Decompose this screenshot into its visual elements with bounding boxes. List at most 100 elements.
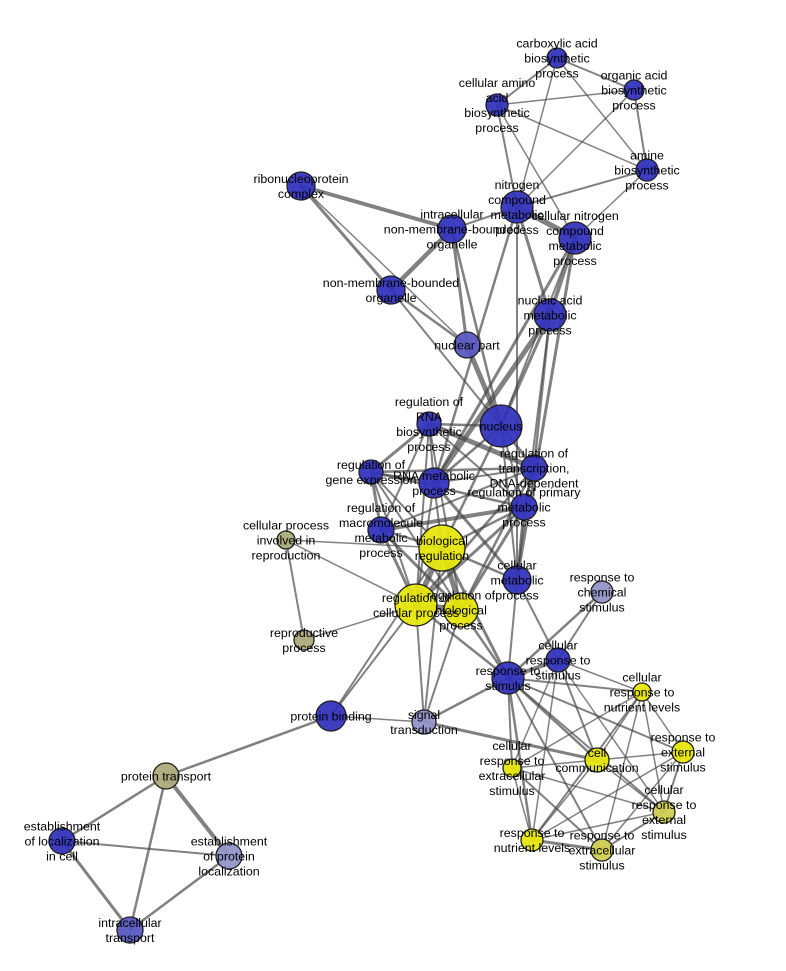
edge-resp_nutrient--resp_extracell[interactable] [530, 838, 604, 852]
edge-rnp_complex--nuclear_part[interactable] [300, 185, 468, 346]
node-nuclear_part[interactable] [453, 331, 481, 359]
edge-nmb_organelle--nuclear_part[interactable] [389, 288, 469, 347]
edge-estab_loc_cell--intracell_transport[interactable] [60, 839, 132, 932]
edge-resp_external--cell_comm[interactable] [596, 751, 684, 761]
edge-resp_stimulus--cell_resp_external[interactable] [507, 677, 665, 813]
node-cell_resp_stim[interactable] [545, 647, 571, 673]
node-repro_process[interactable] [293, 629, 315, 651]
edge-resp_stimulus--resp_chemical[interactable] [506, 590, 604, 680]
edge-reg_transcription--rna_metab[interactable] [433, 467, 535, 484]
edge-intra_nmb_organelle--nucleus[interactable] [450, 227, 503, 428]
node-rna_metab[interactable] [418, 467, 450, 499]
node-cell_resp_external[interactable] [652, 800, 676, 824]
edge-rnp_complex--intra_nmb_organelle[interactable] [299, 184, 454, 231]
node-cell_nitrogen[interactable] [558, 221, 592, 255]
edge-cell_resp_nutrient--resp_external[interactable] [641, 691, 684, 753]
edge-reg_rna_biosyn--reg_transcription[interactable] [426, 421, 537, 471]
node-resp_external[interactable] [671, 740, 695, 764]
node-protein_transport[interactable] [152, 762, 180, 790]
edge-cell_metab--cell_resp_stim[interactable] [516, 579, 559, 661]
node-signal_transduction[interactable] [411, 709, 437, 735]
node-resp_nutrient[interactable] [520, 828, 544, 852]
node-bio_regulation[interactable] [418, 524, 466, 572]
node-resp_extracell[interactable] [590, 838, 614, 862]
node-reg_cell_proc[interactable] [394, 583, 438, 627]
edge-cell_resp_stim--resp_chemical[interactable] [557, 591, 603, 661]
edge-reg_primary_metab--reg_macromol_metab[interactable] [379, 505, 526, 532]
edge-organic_acid_biosyn--nitrogen_compound[interactable] [516, 89, 635, 208]
node-estab_loc_cell[interactable] [48, 827, 76, 855]
node-reg_gene_expr[interactable] [358, 459, 384, 485]
edge-cell_nitrogen--rna_metab[interactable] [432, 236, 577, 485]
node-intracell_transport[interactable] [116, 916, 144, 944]
node-carboxylic_acid_biosyn[interactable] [546, 47, 568, 69]
edge-carboxylic_acid_biosyn--amino_acid_biosyn[interactable] [496, 57, 558, 106]
edge-reg_transcription--reg_macromol_metab[interactable] [380, 467, 535, 531]
edge-rnp_complex--nmb_organelle[interactable] [299, 184, 393, 292]
edge-nucleic_acid_metab--rna_metab[interactable] [431, 312, 553, 486]
edge-protein_binding--protein_transport[interactable] [164, 714, 333, 778]
edge-cell_resp_stim--cell_resp_extracell[interactable] [511, 659, 559, 769]
edge-organic_acid_biosyn--amine_biosyn[interactable] [633, 89, 648, 171]
edge-cell_resp_nutrient--cell_resp_external[interactable] [641, 691, 665, 813]
edge-reg_cell_proc--protein_binding[interactable] [330, 604, 417, 717]
edge-reg_transcription--reg_cell_proc[interactable] [414, 466, 536, 607]
edge-amino_acid_biosyn--cell_nitrogen[interactable] [496, 104, 576, 239]
node-nmb_organelle[interactable] [376, 275, 406, 305]
edge-cell_resp_extracell--cell_comm[interactable] [511, 759, 598, 769]
edge-reg_rna_biosyn--reg_bio_proc[interactable] [428, 423, 462, 611]
node-resp_stimulus[interactable] [491, 661, 525, 695]
edge-nitrogen_compound--nucleic_acid_metab[interactable] [515, 205, 552, 317]
node-cell_resp_extracell[interactable] [502, 758, 522, 778]
edge-nucleic_acid_metab--cell_metab[interactable] [516, 314, 551, 581]
edge-cell_resp_stim--cell_resp_external[interactable] [557, 659, 665, 813]
node-nitrogen_compound[interactable] [500, 190, 534, 224]
node-intra_nmb_organelle[interactable] [437, 214, 467, 244]
edge-reg_macromol_metab--reg_bio_proc[interactable] [379, 528, 463, 612]
edge-carboxylic_acid_biosyn--organic_acid_biosyn[interactable] [556, 57, 635, 91]
edge-cell_comm--signal_transduction[interactable] [422, 720, 599, 762]
edge-reg_transcription--reg_gene_expr[interactable] [369, 466, 536, 474]
node-resp_chemical[interactable] [590, 580, 614, 604]
edge-estab_prot_loc--intracell_transport[interactable] [128, 854, 231, 932]
edge-reg_rna_biosyn--reg_primary_metab[interactable] [428, 423, 525, 508]
edge-amino_acid_biosyn--amine_biosyn[interactable] [496, 104, 648, 171]
edge-reg_rna_biosyn--reg_cell_proc[interactable] [415, 423, 430, 606]
node-reg_bio_proc[interactable] [443, 592, 479, 628]
edge-protein_transport--estab_prot_loc[interactable] [164, 774, 231, 858]
edge-nmb_organelle--nucleus[interactable] [390, 289, 502, 427]
edge-cell_resp_stim--cell_comm[interactable] [557, 659, 598, 761]
edge-cell_resp_external--resp_extracell[interactable] [601, 811, 665, 851]
node-amine_biosyn[interactable] [635, 158, 659, 182]
edge-amine_biosyn--nitrogen_compound[interactable] [516, 169, 648, 208]
node-reg_macromol_metab[interactable] [367, 516, 395, 544]
edge-cell_resp_extracell--resp_nutrient[interactable] [511, 767, 533, 841]
edge-cell_proc_repro--bio_regulation[interactable] [285, 539, 443, 549]
node-cell_comm[interactable] [584, 747, 610, 773]
node-cell_metab[interactable] [502, 565, 532, 595]
node-protein_binding[interactable] [315, 700, 347, 732]
node-amino_acid_biosyn[interactable] [485, 93, 509, 117]
node-rnp_complex[interactable] [286, 171, 316, 201]
edge-carboxylic_acid_biosyn--amine_biosyn[interactable] [556, 57, 648, 171]
node-organic_acid_biosyn[interactable] [623, 79, 645, 101]
edge-reg_gene_expr--reg_cell_proc[interactable] [370, 471, 417, 606]
edge-cell_resp_nutrient--cell_resp_extracell[interactable] [511, 691, 643, 769]
edge-reg_bio_proc--signal_transduction[interactable] [423, 609, 462, 723]
edge-resp_stimulus--resp_nutrient[interactable] [506, 676, 534, 842]
node-reg_primary_metab[interactable] [510, 493, 538, 521]
edge-reg_primary_metab--reg_cell_proc[interactable] [414, 505, 526, 607]
edge-protein_transport--intracell_transport[interactable] [128, 774, 168, 932]
node-estab_prot_loc[interactable] [215, 842, 243, 870]
edge-cell_nitrogen--cell_metab[interactable] [515, 236, 577, 582]
edge-intra_nmb_organelle--nuclear_part[interactable] [450, 227, 469, 347]
edge-cell_resp_nutrient--cell_comm[interactable] [596, 691, 643, 761]
node-nucleic_acid_metab[interactable] [533, 298, 567, 332]
edge-cell_resp_extracell--cell_resp_external[interactable] [511, 767, 665, 813]
edge-cell_resp_stim--cell_resp_nutrient[interactable] [557, 659, 643, 693]
edge-estab_loc_cell--estab_prot_loc[interactable] [61, 840, 230, 857]
edge-cell_nitrogen--nucleus[interactable] [500, 237, 576, 427]
node-reg_rna_biosyn[interactable] [416, 411, 442, 437]
node-cell_resp_nutrient[interactable] [632, 682, 652, 702]
edge-organic_acid_biosyn--amino_acid_biosyn[interactable] [496, 89, 635, 106]
